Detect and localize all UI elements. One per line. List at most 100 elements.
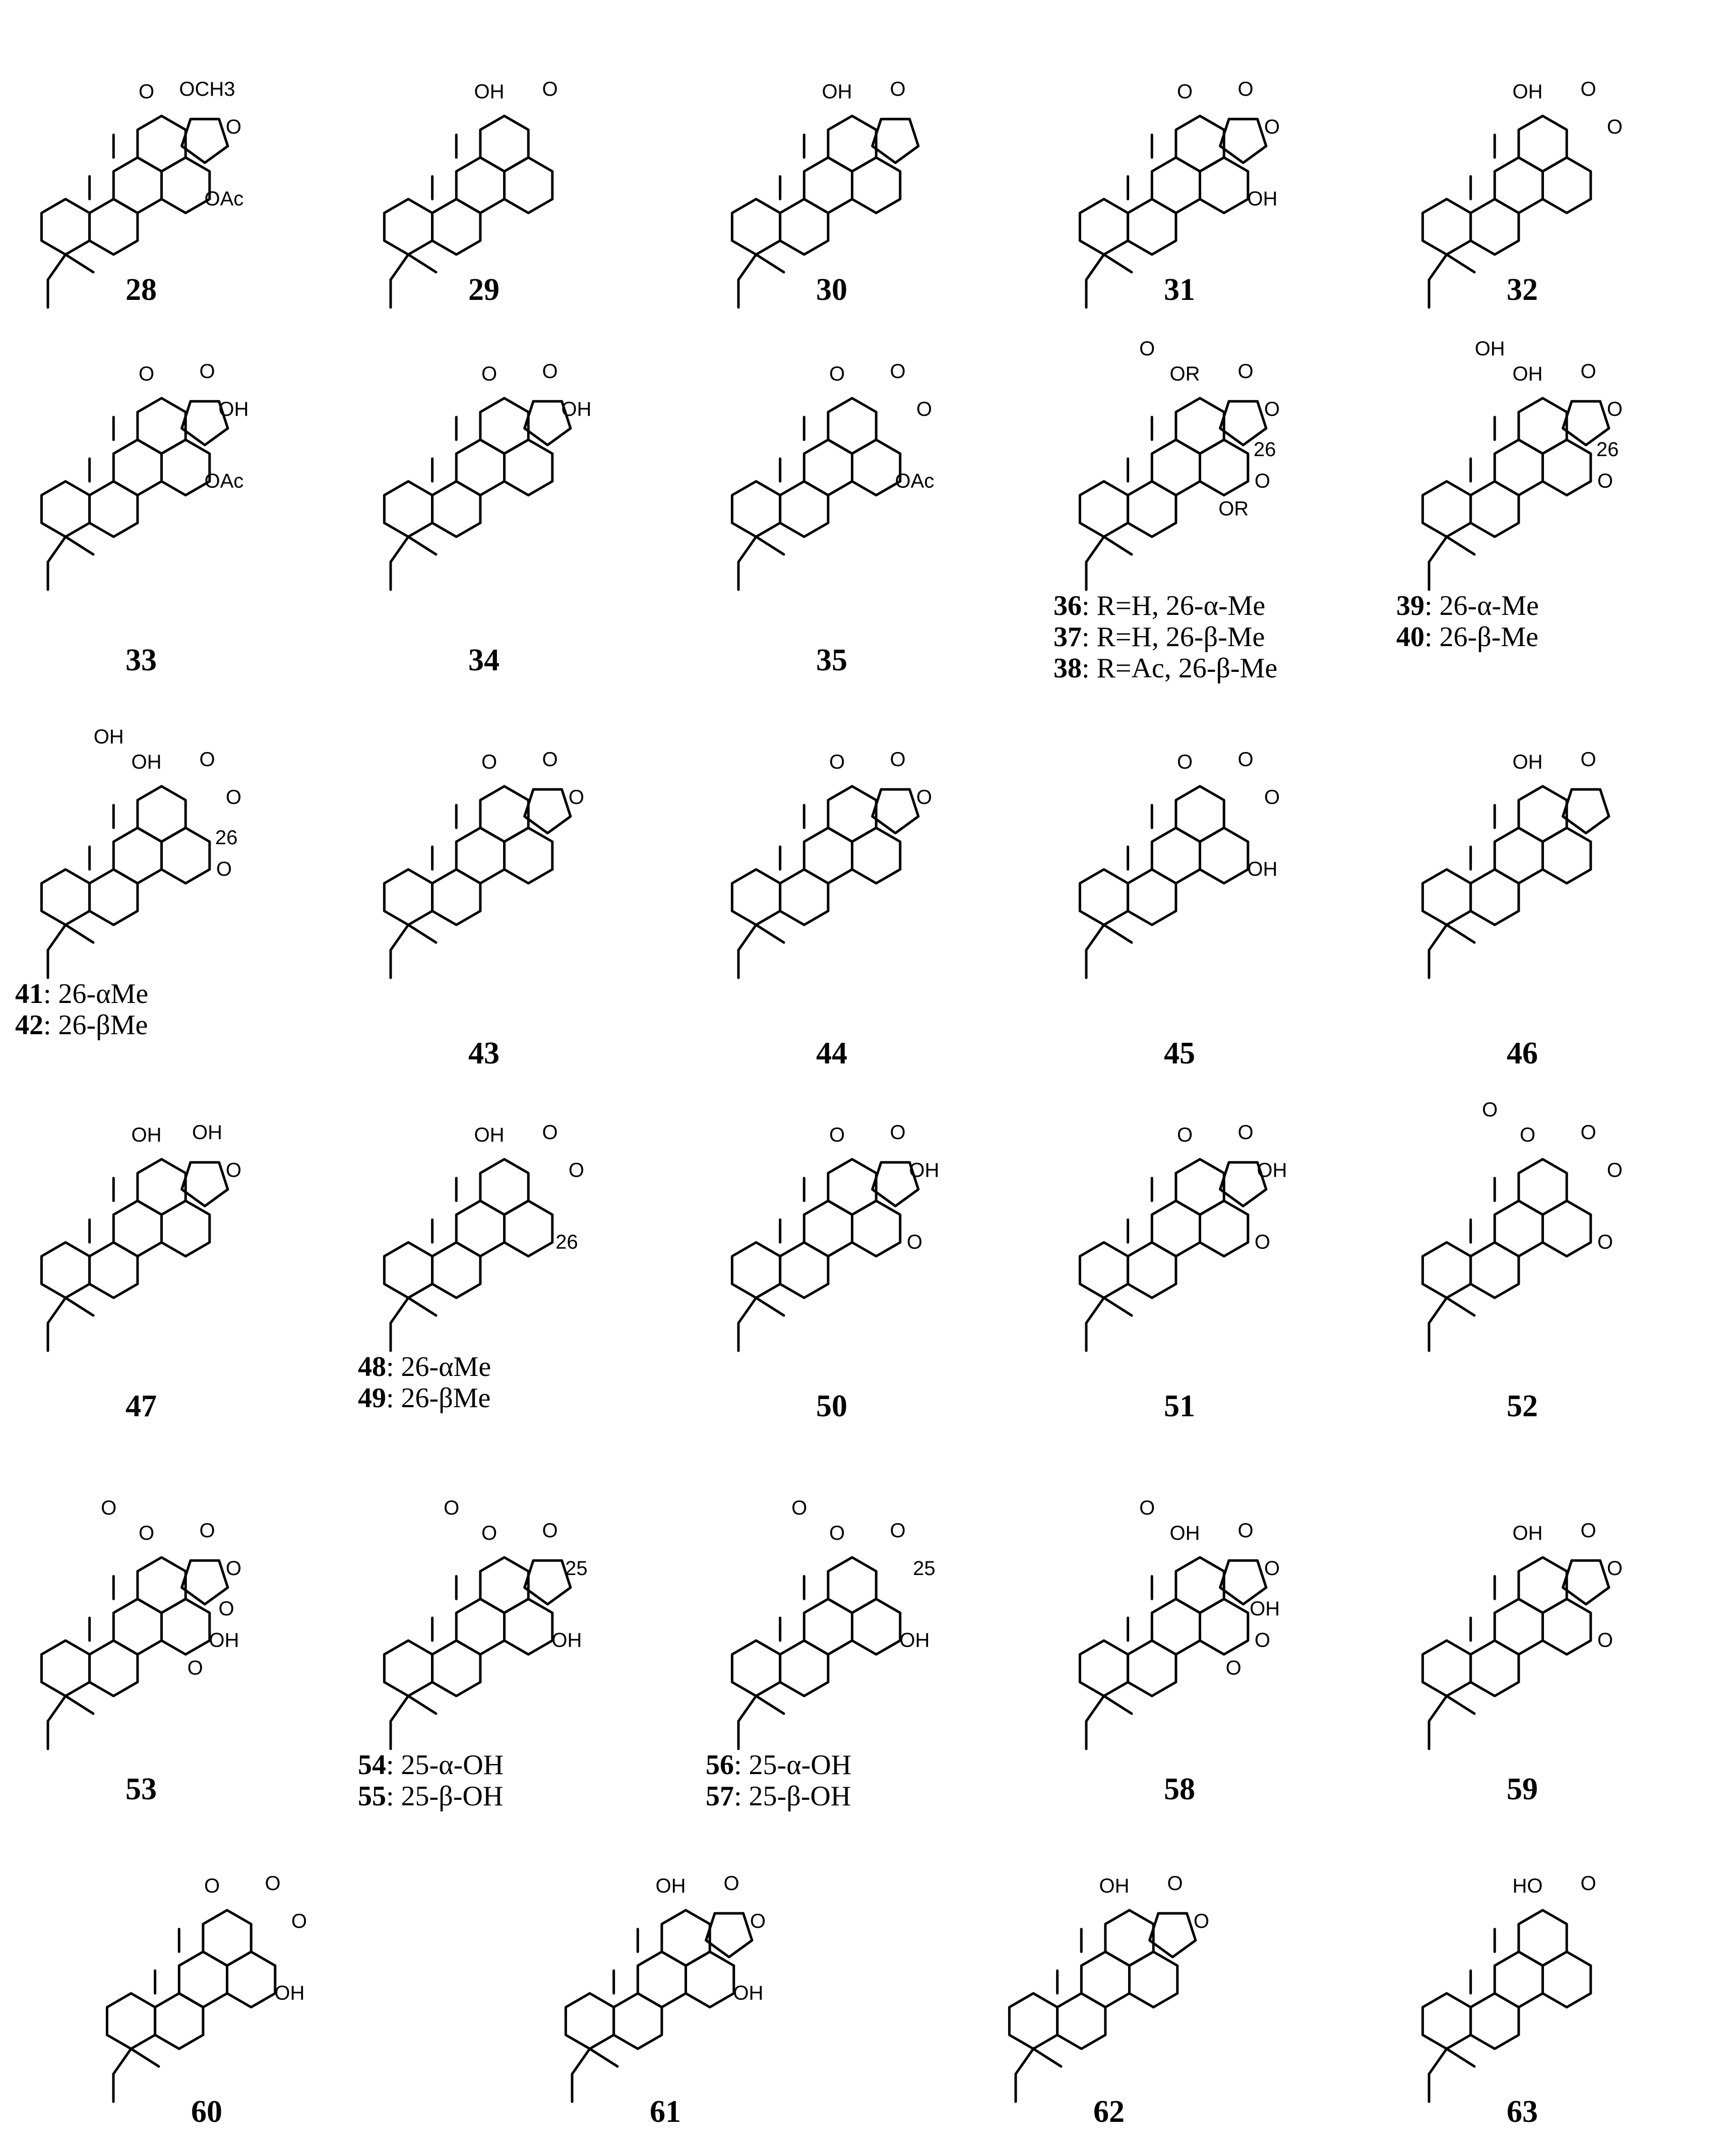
- ethyl-bond: [1428, 1296, 1448, 1325]
- caption-line: 41: 26-αMe: [15, 978, 148, 1010]
- atom-label: O: [1482, 1099, 1498, 1121]
- atom-label: O: [890, 1520, 905, 1542]
- caption-text: : 25-β-OH: [386, 1781, 503, 1812]
- atom-label: O: [1237, 748, 1253, 771]
- methyl-bond: [1102, 1694, 1133, 1715]
- atom-label: OH: [474, 81, 505, 103]
- atom-label: O: [890, 748, 905, 771]
- lactone-ring-bond: [180, 400, 229, 447]
- ring-bond: [40, 1241, 91, 1299]
- ring-bond: [40, 480, 91, 538]
- caption-line: 55: 25-β-OH: [358, 1781, 503, 1812]
- atom-label: OH: [1099, 1875, 1130, 1897]
- ethyl-bond: [389, 1694, 410, 1723]
- methyl-bond: [1102, 923, 1133, 944]
- methyl-bond: [1445, 535, 1476, 556]
- atom-label: OR: [1170, 363, 1200, 385]
- compound-number: 53: [126, 1772, 157, 1806]
- ring-bond: [827, 397, 878, 455]
- ring-bond: [827, 785, 878, 843]
- lactone-ring-bond: [1219, 1559, 1268, 1606]
- atom-label: O: [1167, 1872, 1183, 1895]
- atom-label: OH: [474, 1124, 505, 1146]
- ethyl-bond: [1428, 1694, 1448, 1723]
- atom-label: O: [569, 1159, 584, 1181]
- compound-number: 58: [1164, 1772, 1195, 1806]
- compound-number: 35: [816, 643, 847, 677]
- atom-label: O: [1607, 1557, 1623, 1580]
- atom-label: OH: [1513, 751, 1543, 773]
- ring-bond: [730, 480, 782, 538]
- atom-label: O: [1139, 338, 1155, 360]
- compound-number: 34: [468, 643, 500, 677]
- caption-number: 54: [358, 1749, 386, 1781]
- atom-label: O: [199, 748, 215, 771]
- lactone-ring-bond: [705, 1912, 754, 1959]
- atom-label: O: [1237, 1121, 1253, 1144]
- lactone-ring-bond: [180, 1559, 229, 1606]
- methyl-bond: [755, 923, 785, 944]
- ring-bond: [1078, 868, 1130, 926]
- atom-label: O: [226, 1159, 241, 1181]
- lactone-ring-bond: [871, 117, 920, 164]
- lactone-ring-bond: [1219, 117, 1268, 164]
- caption-line: 39: 26-α-Me: [1396, 590, 1539, 621]
- ethyl-bond: [112, 2047, 133, 2075]
- compound-number: 47: [126, 1389, 157, 1423]
- methyl-bond: [1445, 1694, 1476, 1715]
- ring-bond: [40, 868, 91, 926]
- ethyl-bond: [46, 253, 67, 281]
- lactone-ring-bond: [523, 400, 572, 447]
- caption-text: : R=H, 26-β-Me: [1082, 621, 1265, 653]
- atom-label: OH: [1475, 338, 1505, 360]
- atom-label: O: [139, 1522, 154, 1544]
- caption-number: 55: [358, 1781, 386, 1812]
- atom-label: OH: [1247, 858, 1277, 880]
- lactone-ring-bond: [1562, 400, 1610, 447]
- atom-label: O: [890, 1121, 905, 1144]
- compound-number: 59: [1507, 1772, 1538, 1806]
- ethyl-bond: [1085, 535, 1105, 563]
- caption-number: 40: [1396, 621, 1424, 653]
- methyl-bond: [1032, 2047, 1063, 2068]
- ring-bond: [136, 397, 187, 455]
- caption-line: 37: R=H, 26-β-Me: [1053, 621, 1265, 653]
- methyl-bond: [1102, 535, 1133, 556]
- atom-label: 26: [215, 827, 238, 849]
- ring-bond: [730, 198, 782, 256]
- ring-bond: [1517, 1909, 1568, 1967]
- atom-label: O: [101, 1497, 116, 1519]
- methyl-bond: [64, 1296, 95, 1317]
- atom-label: O: [542, 78, 557, 100]
- ring-bond: [564, 1992, 615, 2050]
- caption-text: : 26-αMe: [43, 978, 148, 1010]
- methyl-bond: [1445, 253, 1476, 274]
- caption-line: 48: 26-αMe: [358, 1351, 491, 1382]
- lactone-ring-bond: [180, 117, 229, 164]
- atom-label: O: [829, 1522, 845, 1544]
- ethyl-bond: [1085, 923, 1105, 952]
- atom-label: O: [1255, 1629, 1270, 1652]
- ring-bond: [1517, 1158, 1568, 1216]
- ethyl-bond: [1428, 253, 1448, 281]
- methyl-bond: [588, 2047, 619, 2068]
- atom-label: O: [1597, 1231, 1613, 1253]
- ring-bond: [730, 1639, 782, 1697]
- caption-line: 49: 26-βMe: [358, 1382, 490, 1414]
- ethyl-bond: [46, 1296, 67, 1325]
- atom-label: O: [444, 1497, 459, 1519]
- ethyl-bond: [737, 253, 758, 281]
- compound-number: 61: [650, 2095, 681, 2129]
- atom-label: OCH3: [179, 78, 235, 100]
- caption-text: : 26-α-Me: [1424, 590, 1539, 621]
